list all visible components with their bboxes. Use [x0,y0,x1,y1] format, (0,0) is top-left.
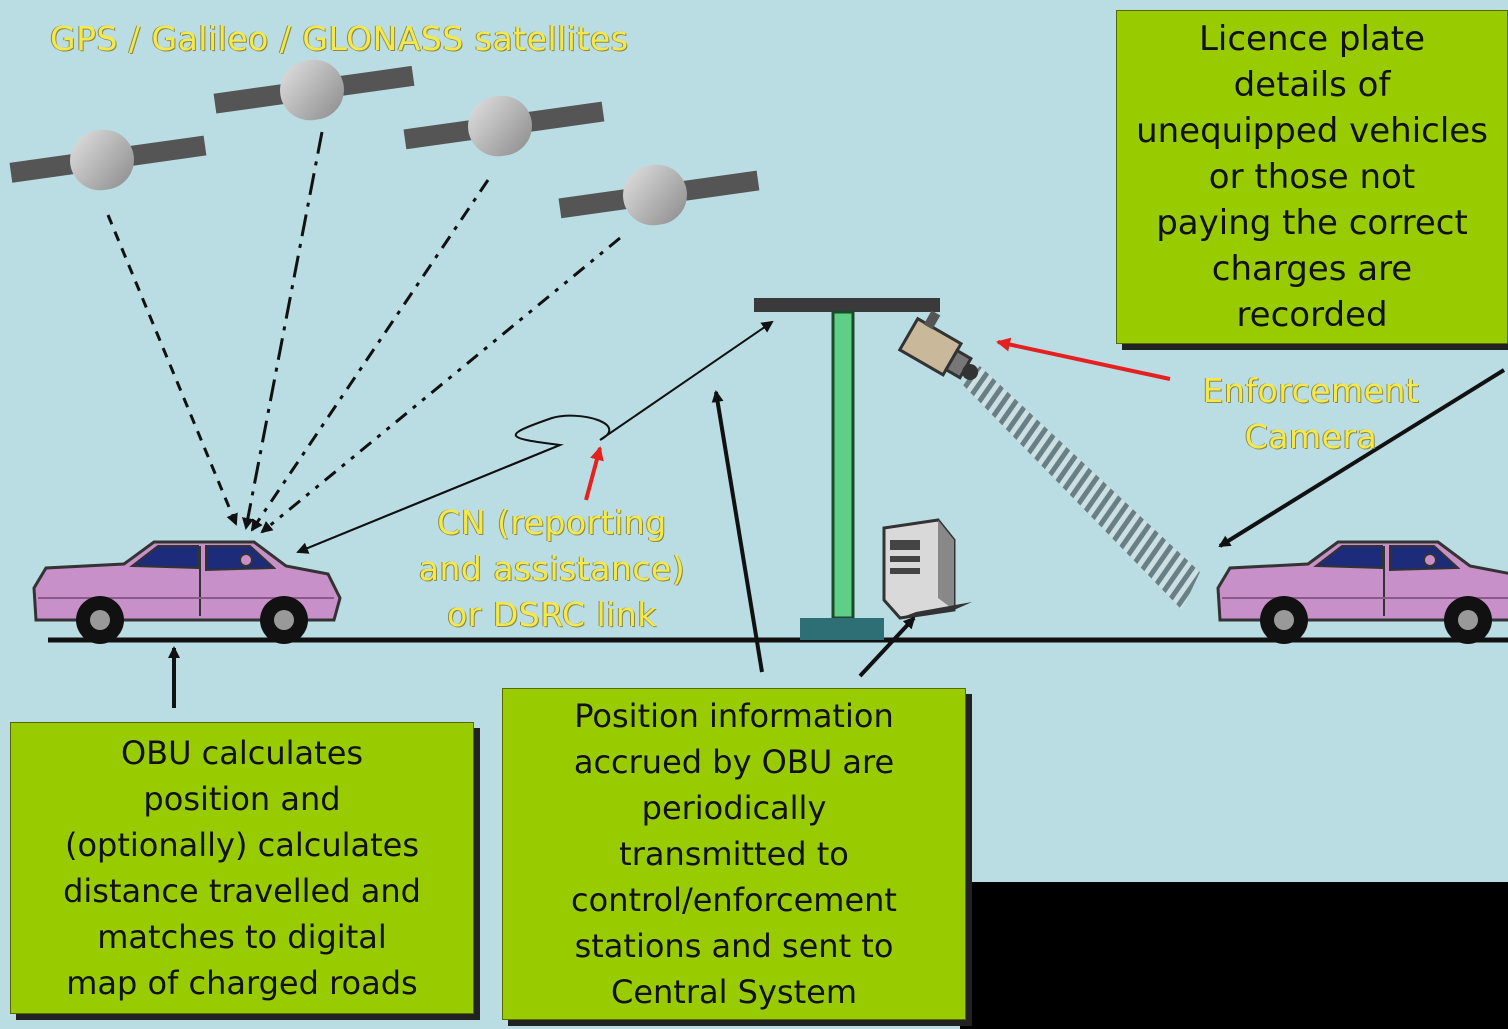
satellite-signal-arrows [106,131,621,534]
link-pointer-arrow [584,446,604,501]
satellite-icon [558,164,760,226]
callout-arrows [168,368,1506,708]
dsrc-link-arrow-back [296,444,561,554]
camera-label: Enforcement Camera [1202,371,1420,456]
car-icon [32,540,342,644]
satellite-icon [403,95,605,157]
dark-corner-block [960,882,1508,1029]
dsrc-link-arrow [297,320,774,553]
camera-beam [962,366,1200,610]
camera-icon [897,310,979,380]
satellite-icon [9,129,207,191]
camera-pointer-arrow [996,337,1171,381]
obu-calculation-box: OBU calculates position and (optionally)… [10,722,474,1014]
satellite-icon [213,59,415,121]
position-transmit-box: Position information accrued by OBU are … [502,688,966,1020]
satellites-label: GPS / Galileo / GLONASS satellites [50,19,629,58]
car-icon [1216,540,1508,644]
link-label: CN (reporting and assistance) or DSRC li… [418,503,686,634]
server-icon [882,518,972,620]
gantry-icon [754,298,940,640]
license-plate-box: Licence plate details of unequipped vehi… [1116,10,1508,344]
